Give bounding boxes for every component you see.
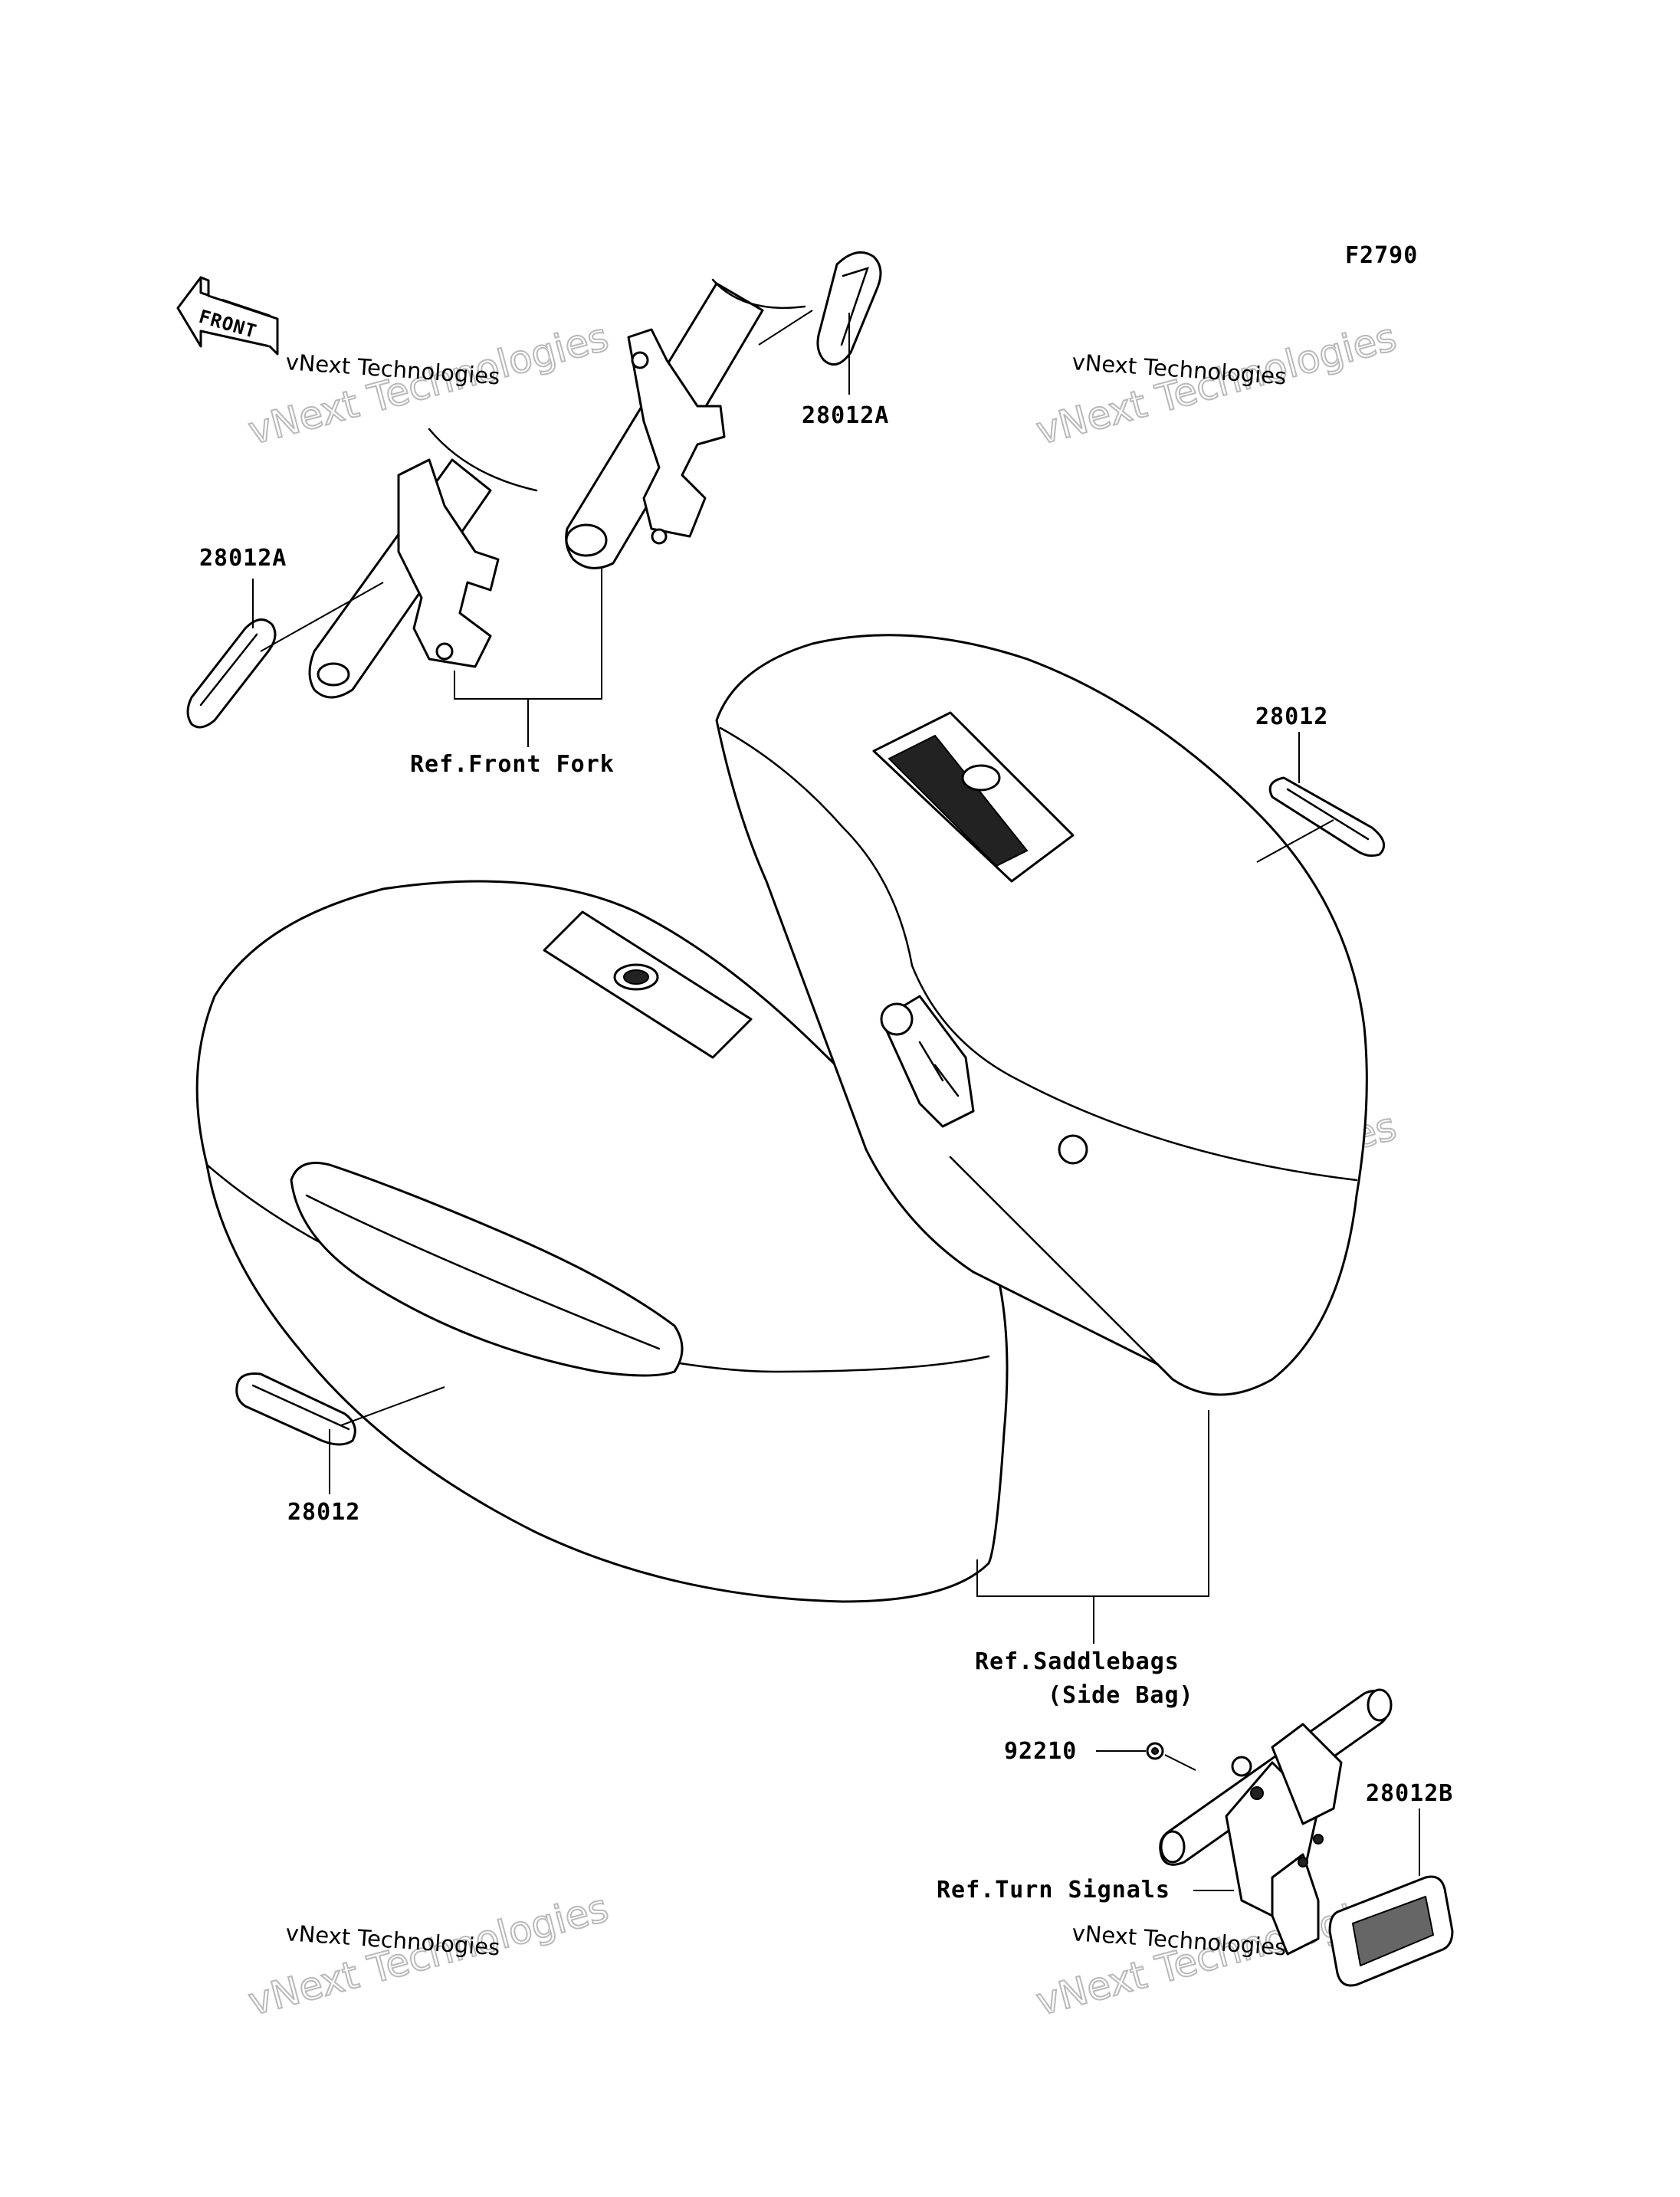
label-ref-turn-signals: Ref.Turn Signals <box>937 1877 1170 1904</box>
label-ref-front-fork: Ref.Front Fork <box>410 751 615 778</box>
label-ref-saddlebags-sub: (Side Bag) <box>1048 1682 1194 1709</box>
reflector-28012a-top <box>816 251 882 366</box>
label-28012-right: 28012 <box>1255 703 1328 730</box>
watermark-top-right: vNext Technologies vNext Technologies <box>1031 314 1402 454</box>
label-ref-saddlebags: Ref.Saddlebags <box>975 1648 1180 1675</box>
reflector-28012b <box>1328 1875 1454 1987</box>
figure-code: F2790 <box>1345 242 1418 269</box>
turn-signal-bracket <box>1159 1688 1393 1956</box>
leader-lines <box>252 310 1420 1891</box>
reflector-28012-left <box>235 1372 356 1446</box>
watermark-bottom-left: vNext Technologies vNext Technologies <box>243 1885 614 2025</box>
label-28012a-left: 28012A <box>199 545 287 572</box>
label-28012-left: 28012 <box>287 1499 360 1526</box>
label-92210: 92210 <box>1004 1738 1077 1765</box>
reflector-28012-right <box>1268 776 1386 857</box>
saddlebag-left <box>195 880 1009 1603</box>
nut-92210 <box>1146 1742 1164 1760</box>
watermark-top-left: vNext Technologies vNext Technologies <box>243 314 614 454</box>
reflector-28012a-left <box>186 618 277 729</box>
front-fork-right-tube <box>565 278 806 569</box>
label-28012b: 28012B <box>1366 1780 1453 1807</box>
label-28012a-top: 28012A <box>802 402 889 429</box>
front-fork-left-tube <box>308 428 538 699</box>
saddlebag-right <box>715 634 1368 1396</box>
front-arrow-icon: FRONT <box>176 276 279 356</box>
